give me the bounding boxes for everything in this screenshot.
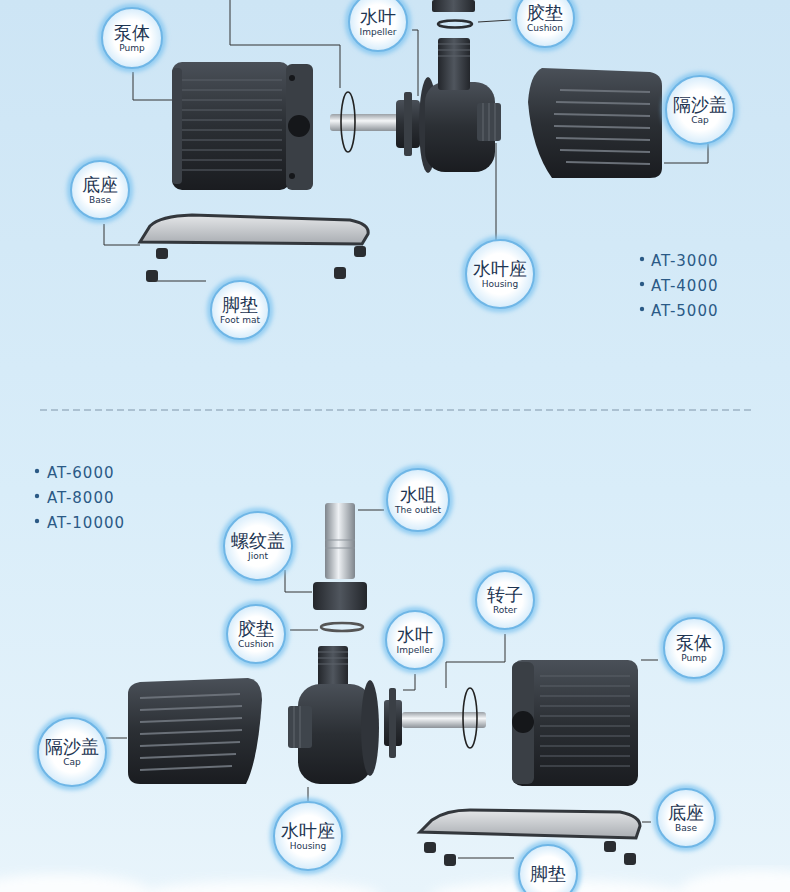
part-name: 脚垫 [530, 864, 566, 884]
part-name-en: Jiont [248, 551, 268, 561]
callout-circle: 隔沙盖Cap [663, 73, 737, 147]
callout-circle: 底座Base [68, 158, 132, 222]
part-name-en: Housing [482, 279, 519, 289]
callout-circle: 螺纹盖Jiont [221, 509, 295, 583]
callout-circle: 脚垫 [516, 842, 580, 892]
model-number: AT-10000 [47, 514, 125, 532]
part-name-en: Pump [119, 43, 144, 53]
callout-circle: 底座Base [654, 786, 718, 850]
part-name: 水咀 [400, 485, 436, 505]
callout-circle: 水叶Impeller [346, 0, 410, 54]
part-name-en: Foot mat [220, 315, 260, 325]
model-number: AT-6000 [47, 464, 114, 482]
part-name-en: Cushion [527, 23, 563, 33]
part-name: 水叶 [360, 7, 396, 27]
part-name-en: Housing [290, 841, 327, 851]
part-name: 泵体 [114, 23, 150, 43]
part-name: 胶垫 [527, 3, 563, 23]
model-number: AT-5000 [651, 302, 718, 320]
part-name-en: Impeller [360, 27, 397, 37]
callout-circle: 脚垫Foot mat [208, 278, 272, 342]
part-name: 转子 [487, 585, 523, 605]
part-name: 脚垫 [222, 295, 258, 315]
callout-circle: 胶垫Cushion [224, 602, 288, 666]
part-name: 水叶座 [473, 259, 527, 279]
part-name: 底座 [82, 175, 118, 195]
part-name-en: The outlet [395, 505, 441, 515]
part-name: 底座 [668, 803, 704, 823]
part-name-en: Roter [493, 605, 517, 615]
model-number: AT-4000 [651, 277, 718, 295]
part-name: 水叶座 [281, 821, 335, 841]
part-name: 水叶 [397, 625, 433, 645]
callout-circle: 隔沙盖Cap [35, 715, 109, 789]
part-name: 隔沙盖 [45, 737, 99, 757]
callout-circle: 水叶Impeller [383, 608, 447, 672]
part-name-en: Cap [63, 757, 81, 767]
model-number: AT-8000 [47, 489, 114, 507]
callout-circle: 泵体Pump [99, 5, 165, 71]
part-name-en: Base [675, 823, 697, 833]
part-name-en: Impeller [397, 645, 434, 655]
part-name-en: Base [89, 195, 111, 205]
part-name: 胶垫 [238, 619, 274, 639]
callout-circle: 水叶座Housing [271, 799, 345, 873]
callout-circle: 泵体Pump [661, 615, 727, 681]
callout-circle: 水叶座Housing [463, 237, 537, 311]
callout-circle: 转子Roter [473, 568, 537, 632]
part-name-en: Pump [681, 653, 706, 663]
part-name-en: Cap [691, 115, 709, 125]
part-name-en: Cushion [238, 639, 274, 649]
callout-circle: 胶垫Cushion [513, 0, 577, 50]
callout-circle: 水咀The outlet [384, 466, 452, 534]
part-name: 泵体 [676, 633, 712, 653]
part-name: 隔沙盖 [673, 95, 727, 115]
part-name: 螺纹盖 [231, 531, 285, 551]
model-number: AT-3000 [651, 252, 718, 270]
